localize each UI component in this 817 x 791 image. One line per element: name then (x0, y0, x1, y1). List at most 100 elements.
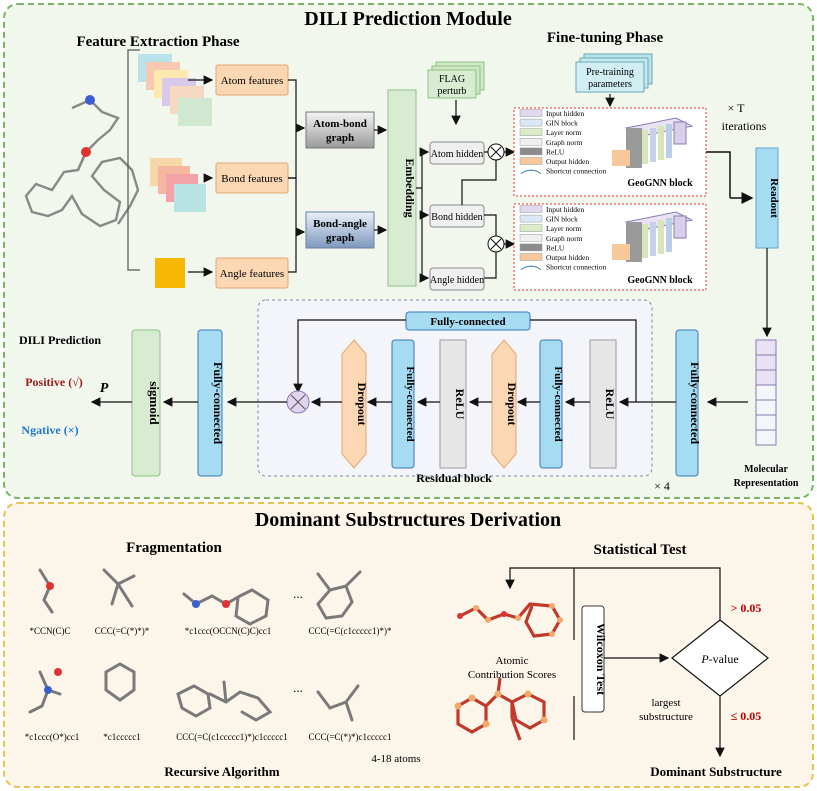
relu-label-2: ReLU (603, 389, 617, 420)
shortcut-connection-icon (520, 169, 542, 175)
atomic-scores-line2: Contribution Scores (468, 669, 556, 681)
angle-features-label: Angle features (220, 268, 284, 280)
atom-bond-graph-box (305, 111, 375, 149)
relu-box-2 (589, 339, 617, 469)
fc-right-box (675, 329, 699, 477)
bond-angle-graph-line2: graph (326, 232, 354, 244)
fragment-n-atom (44, 686, 52, 694)
fragment-molecules (28, 568, 362, 722)
bond-multiply-circle (487, 235, 505, 253)
fragment-o-atom-2 (54, 668, 62, 676)
residual-block-label: Residual block (416, 471, 492, 485)
bond-hidden-label: Bond hidden (431, 212, 482, 223)
dropout-box-1 (341, 339, 367, 469)
fragment-o-atom-3 (222, 600, 230, 608)
legend-label: Output hidden (546, 253, 589, 262)
fc-top-box (405, 311, 531, 331)
angle-hidden-box (429, 267, 485, 291)
legend-label: Layer norm (546, 224, 581, 233)
legend-label: Shortcut connection (546, 263, 606, 272)
dropout-label-1: Dropout (355, 382, 369, 425)
legend-label: Graph norm (546, 138, 583, 147)
fragment-o-atom (46, 582, 54, 590)
fragment-label-3: *c1ccc(OCCN(C)C)cc1 (185, 626, 271, 636)
geognn-label-1: GeoGNN block (627, 178, 693, 189)
legend-label: Graph norm (546, 234, 583, 243)
fragment-label-2: CCC(=C(*)*)* (95, 626, 150, 636)
angle-feature-square (155, 258, 185, 288)
atom-bond-graph-line1: Atom-bond (313, 118, 367, 130)
relu-label-1: ReLU (453, 389, 467, 420)
geognn-label-2: GeoGNN block (627, 275, 693, 286)
relu-box-1 (439, 339, 467, 469)
legend-swatch (519, 157, 543, 165)
p-label: P (100, 381, 109, 396)
mol-rep-line1: Molecular (744, 464, 788, 475)
dropout-label-2: Dropout (505, 382, 519, 425)
legend-swatch (519, 109, 543, 117)
pretraining-label-2: parameters (588, 79, 632, 90)
dominant-panel (3, 502, 814, 788)
fc-label-1: Fully-connected (404, 366, 416, 441)
mol-rep-line2: Representation (734, 478, 799, 489)
fc-label-2: Fully-connected (552, 366, 564, 441)
ellipsis-2: ... (293, 680, 303, 695)
atom-feature-stack (138, 54, 212, 126)
iterations-line2: iterations (722, 119, 767, 133)
legend-swatch (519, 234, 543, 242)
atom-multiply-circle (487, 143, 505, 161)
bond-feature-stack (150, 158, 206, 212)
sigmoid-label: sigmoid (147, 381, 162, 425)
atom-bond-graph-line2: graph (326, 132, 354, 144)
legend-label: Output hidden (546, 157, 589, 166)
legend-label: GIN block (546, 119, 578, 128)
feature-phase-title: Feature Extraction Phase (76, 34, 239, 50)
molecular-representation-vector (755, 339, 777, 446)
fragment-n-atom-2 (192, 600, 200, 608)
module-title: DILI Prediction Module (304, 8, 512, 30)
pvalue-label: P-value (700, 652, 738, 666)
legend-label: GIN block (546, 215, 578, 224)
dominant-title: Dominant Substructures Derivation (255, 509, 561, 531)
dominant-substructure-label: Dominant Substructure (650, 764, 782, 779)
flag-label-1: FLAG (439, 74, 465, 85)
embedding-label: Embedding (403, 158, 417, 217)
atom-hidden-box (429, 141, 485, 165)
dropout-box-2 (491, 339, 517, 469)
fragment-label-1: *CCN(C)C (29, 626, 70, 636)
fragmentation-title: Fragmentation (126, 540, 222, 556)
fragment-label-4: CCC(=C(c1ccccc1)*)* (308, 626, 392, 636)
fc-box-2 (539, 339, 563, 469)
molecule-atom-n (85, 95, 95, 105)
fc-box-1 (391, 339, 415, 469)
flag-perturb-stack (427, 61, 485, 99)
fc-left-box (197, 329, 223, 477)
molecule-atom-o (81, 147, 91, 157)
fragment-label-8: CCC(=C(*)*)c1ccccc1 (308, 732, 391, 742)
pretraining-stack (575, 53, 653, 93)
atoms-range-label: 4-18 atoms (371, 753, 420, 765)
legend-swatch (519, 214, 543, 223)
pretraining-label-1: Pre-training (586, 67, 634, 78)
fragment-label-6: *c1ccccc1 (103, 732, 140, 742)
fc-right-label: Fully-connected (688, 362, 702, 444)
fc-top-label: Fully-connected (430, 316, 505, 328)
bond-features-label: Bond features (221, 173, 282, 185)
wilcoxon-label: Wilcoxon Test (594, 623, 608, 695)
largest-line2: substructure (639, 711, 693, 723)
largest-line1: largest (651, 697, 680, 709)
legend-label: Input hidden (546, 205, 584, 214)
statistical-test-title: Statistical Test (594, 542, 687, 558)
wilcoxon-box (581, 605, 605, 713)
residual-multiply-circle (286, 390, 310, 414)
fragment-label-5: *c1ccc(O*)cc1 (25, 732, 79, 742)
atom-hidden-label: Atom hidden (431, 149, 484, 160)
legend-label: Shortcut connection (546, 167, 606, 176)
ellipsis-1: ... (293, 586, 303, 601)
embedding-box (387, 89, 417, 287)
legend-swatch (519, 205, 543, 213)
positive-label: Positive (√) (25, 375, 83, 389)
